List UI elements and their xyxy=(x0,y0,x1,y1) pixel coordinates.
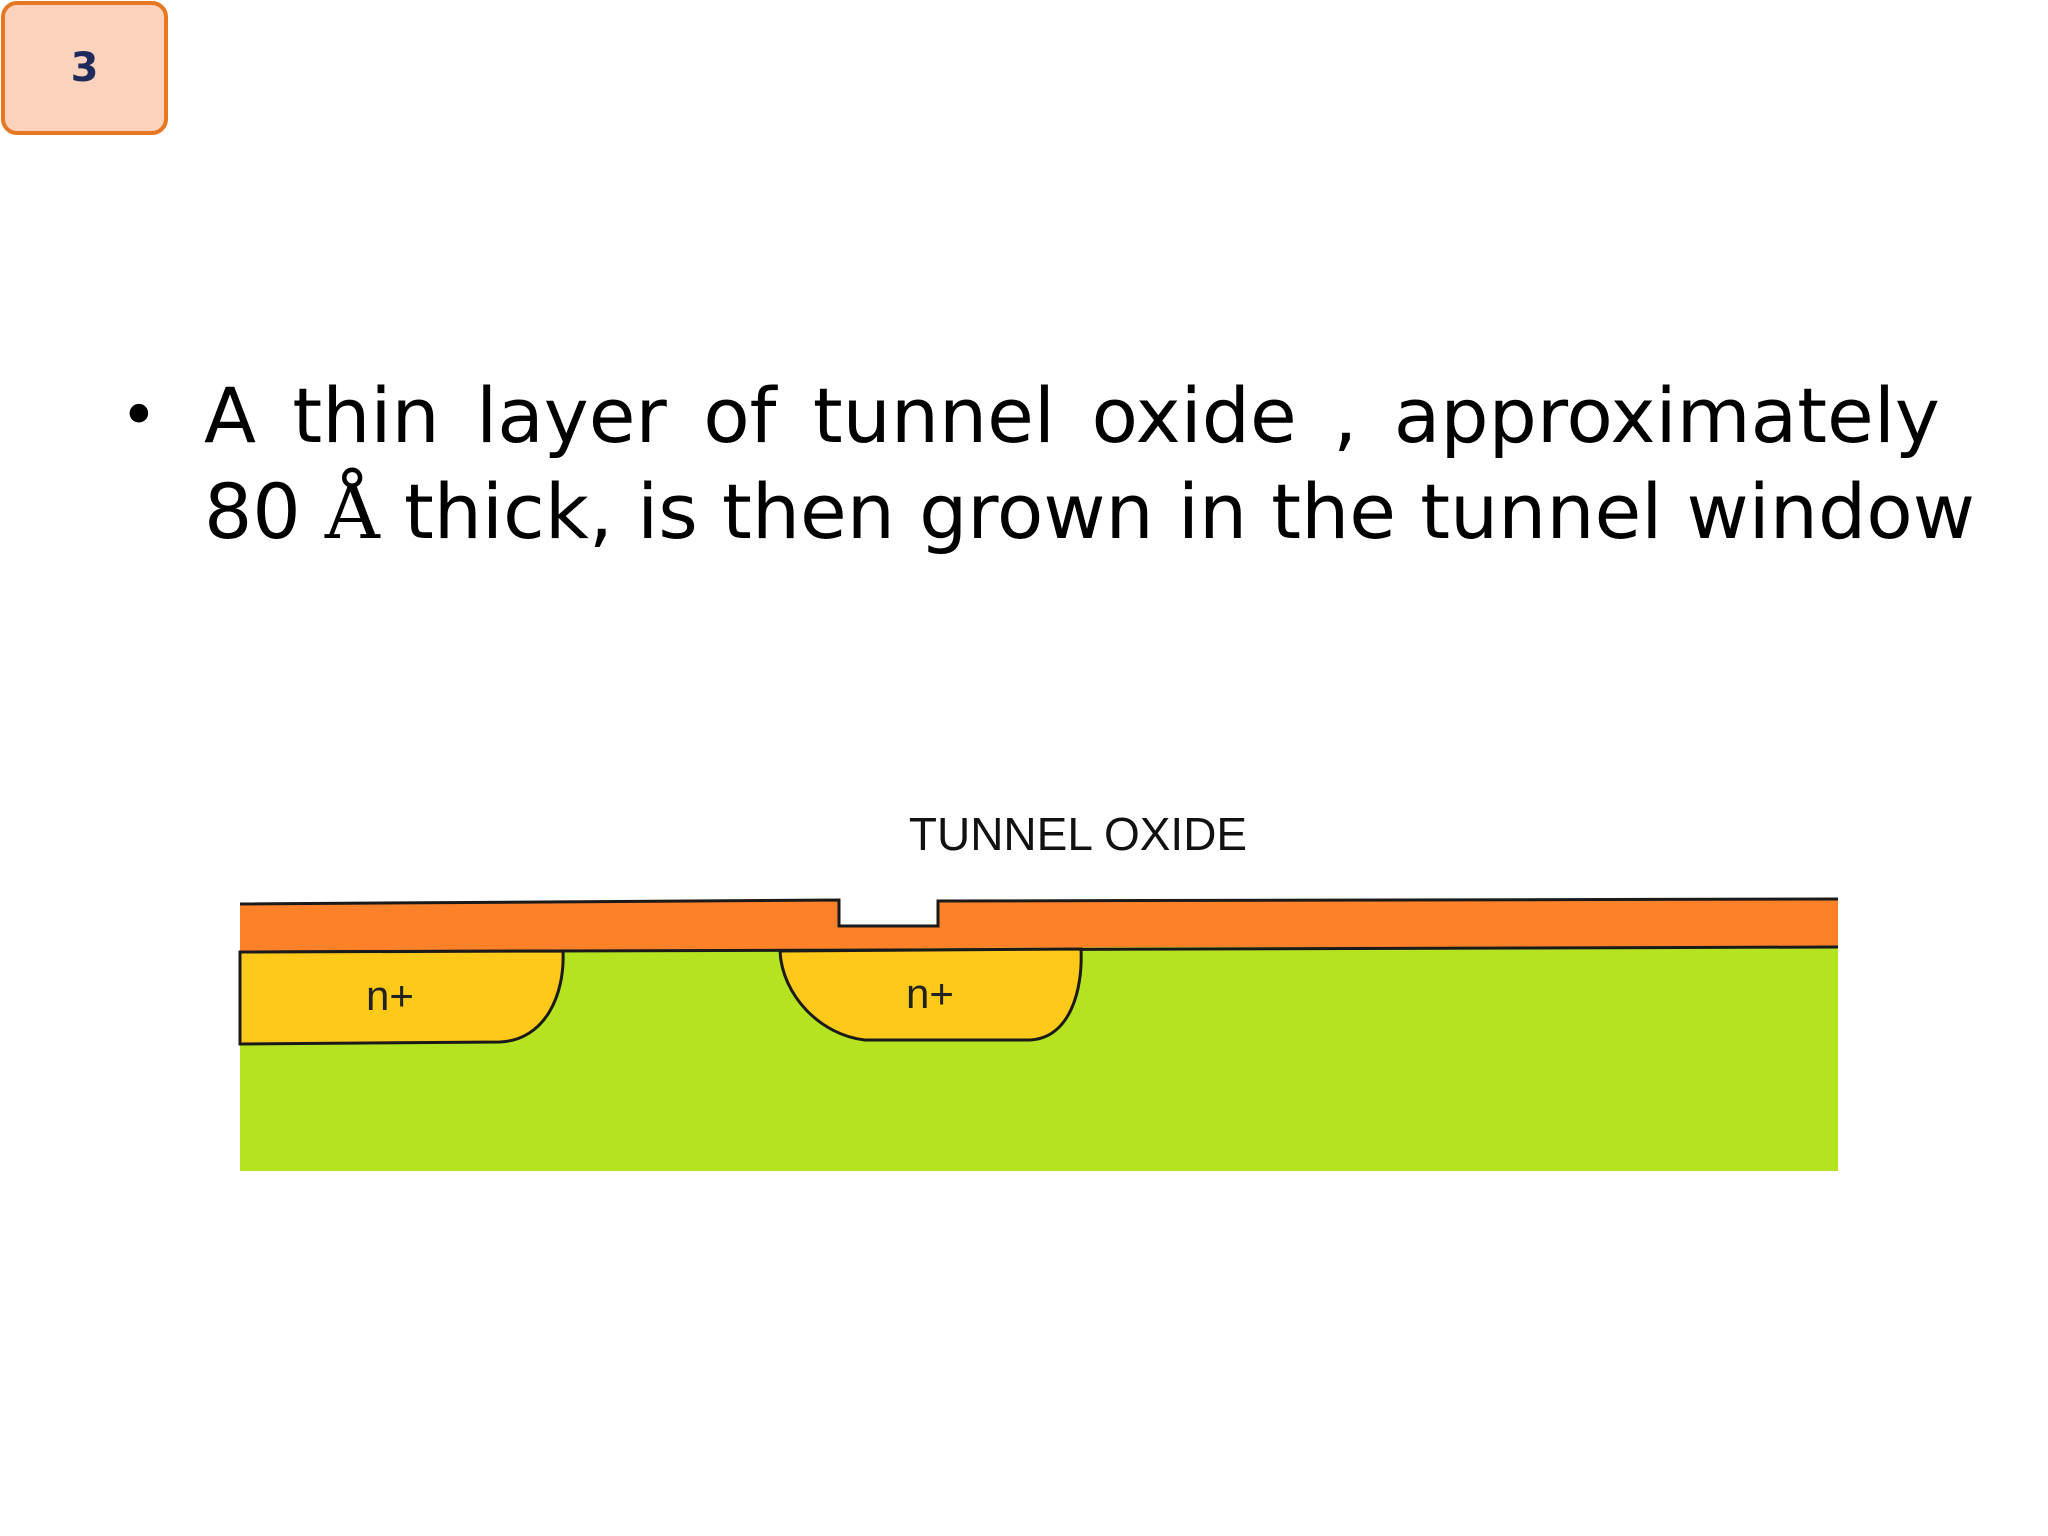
bullet-line-2-text: thick, is then grown in the tunnel windo… xyxy=(403,467,1975,556)
slide-number: 3 xyxy=(70,45,99,91)
angstrom-unit: Å xyxy=(324,467,380,556)
thickness-value: 80 xyxy=(204,467,301,556)
bullet-word: oxide xyxy=(1091,371,1297,460)
slide-number-badge: 3 xyxy=(1,1,168,135)
n-plus-left-label: n+ xyxy=(366,972,414,1019)
n-plus-right-label: n+ xyxy=(906,970,954,1017)
bullet-word: thin xyxy=(292,371,440,460)
n-plus-region-right xyxy=(778,947,1083,1042)
tunnel-window xyxy=(841,902,936,924)
n-plus-region-left xyxy=(238,949,565,1046)
bullet-line-2: 80 Å thick, is then grown in the tunnel … xyxy=(204,464,1975,560)
bullet-word: of xyxy=(703,371,777,460)
bullet-text: A thin layer of tunnel oxide , approxima… xyxy=(204,368,1975,560)
oxide-layer xyxy=(240,899,1838,952)
bullet-dot-icon: • xyxy=(120,379,158,453)
bullet-word: , xyxy=(1333,371,1358,460)
oxide-top-outline xyxy=(239,897,1839,928)
bullet-word: layer xyxy=(476,371,667,460)
tunnel-oxide-label: TUNNEL OXIDE xyxy=(909,808,1247,860)
bullet-word: tunnel xyxy=(812,371,1056,460)
bullet-word: approximately xyxy=(1393,371,1940,460)
bullet-point: • A thin layer of tunnel oxide , approxi… xyxy=(120,368,1975,560)
bullet-line-1: A thin layer of tunnel oxide , approxima… xyxy=(204,368,1940,464)
bullet-word: A xyxy=(204,371,256,460)
